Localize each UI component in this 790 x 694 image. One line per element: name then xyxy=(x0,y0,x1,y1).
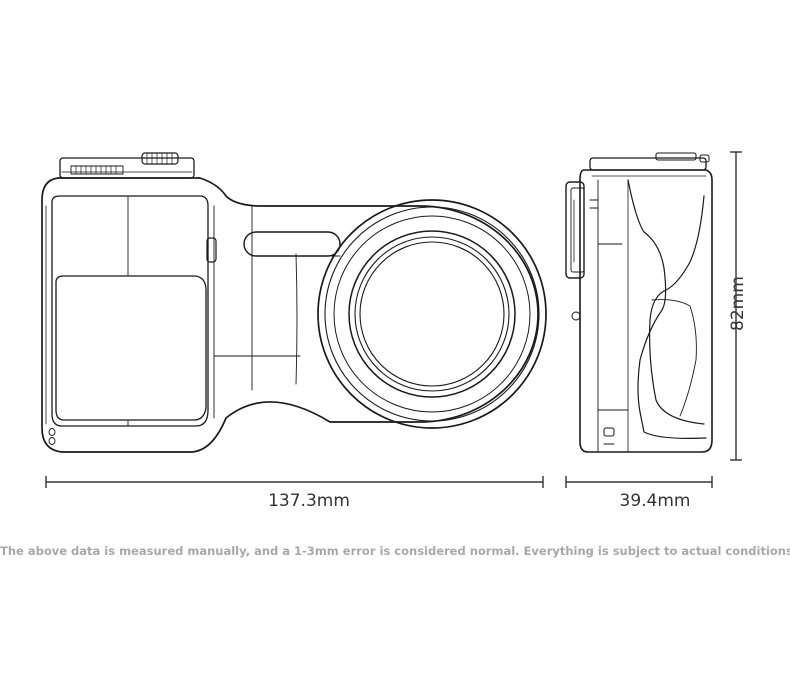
dimension-lines xyxy=(45,151,742,488)
measurement-disclaimer: The above data is measured manually, and… xyxy=(0,544,790,558)
depth-dimension-line xyxy=(565,476,713,488)
body-panel-lines xyxy=(213,205,341,419)
depth-dimension-label: 39.4mm xyxy=(619,491,691,511)
top-plate xyxy=(59,152,195,179)
front-window xyxy=(243,231,341,257)
camera-side-view xyxy=(565,152,713,453)
side-button xyxy=(206,237,217,263)
strap-lug xyxy=(571,311,581,321)
camera-front-view xyxy=(41,152,547,453)
width-dimension-label: 137.3mm xyxy=(268,491,350,511)
height-dimension-line xyxy=(730,151,742,461)
height-dimension-label: 82mm xyxy=(728,276,748,331)
side-lens-barrel xyxy=(565,181,585,279)
hand-grip xyxy=(45,195,209,445)
lens-assembly xyxy=(317,199,547,429)
width-dimension-line xyxy=(45,476,544,488)
side-port xyxy=(603,427,615,437)
side-body-outline xyxy=(579,169,713,453)
side-grip xyxy=(627,179,707,453)
side-top-plate xyxy=(589,152,710,177)
height-dimension-label-wrap: 82mm xyxy=(728,276,748,331)
side-panel-lines xyxy=(579,179,629,453)
camera-body-outline xyxy=(41,177,539,453)
